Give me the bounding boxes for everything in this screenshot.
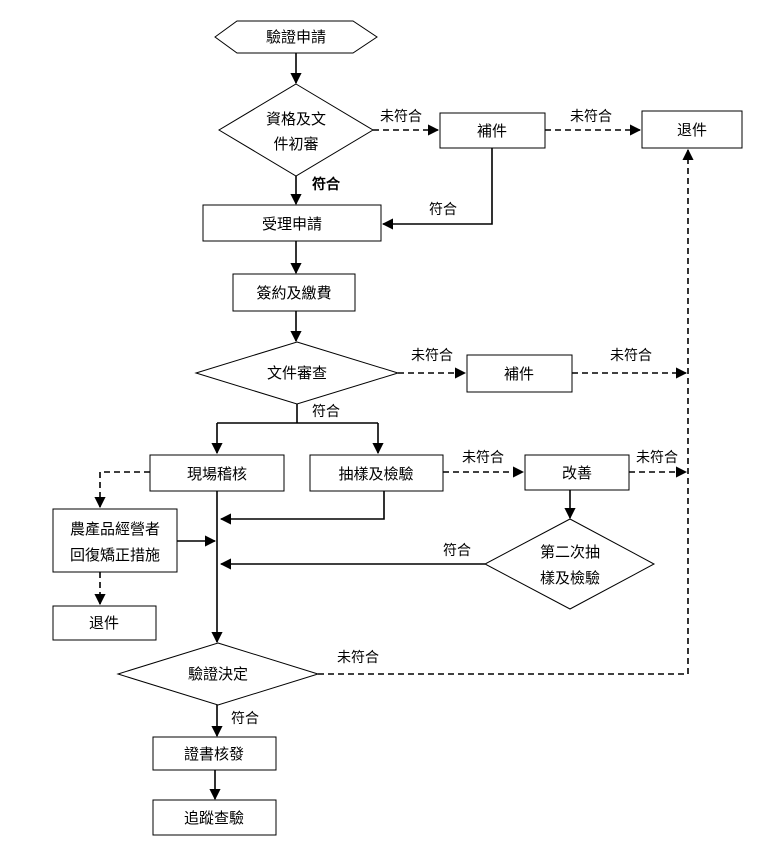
edge-label-decision-notmatch: 未符合 — [337, 650, 379, 666]
contract-payment-label: 簽約及繳費 — [256, 284, 331, 302]
certification-decision-diamond: 驗證決定 — [116, 642, 320, 706]
initial-review-label-1: 資格及文 — [266, 110, 326, 128]
sampling-testing-box: 抽樣及檢驗 — [309, 454, 444, 492]
accept-application-label: 受理申請 — [262, 215, 322, 233]
reject-box-1: 退件 — [641, 110, 743, 149]
reject-label-2: 退件 — [89, 614, 119, 632]
certificate-issuance-label: 證書核發 — [184, 745, 244, 763]
improvement-box: 改善 — [524, 454, 630, 491]
corrective-action-box: 農產品經營者 回復矯正措施 — [52, 508, 178, 573]
corrective-action-label-2: 回復矯正措施 — [70, 546, 160, 564]
edge-label-docreview-notmatch: 未符合 — [411, 348, 453, 364]
corrective-action-label-1: 農產品經營者 — [70, 520, 160, 538]
reject-box-2: 退件 — [52, 605, 157, 641]
edge-label-sampling-notmatch: 未符合 — [462, 450, 504, 466]
onsite-audit-box: 現場稽核 — [149, 454, 285, 492]
edge-label-docreview-match: 符合 — [312, 404, 340, 420]
accept-application-box: 受理申請 — [202, 204, 382, 242]
edge-label-supp2-notmatch: 未符合 — [610, 348, 652, 364]
second-sampling-label-2: 樣及檢驗 — [540, 569, 600, 587]
second-sampling-diamond: 第二次抽 樣及檢驗 — [483, 518, 656, 610]
edge-label-check1-match: 符合 — [311, 176, 341, 193]
edge-label-decision-match: 符合 — [231, 711, 259, 727]
start-node: 驗證申請 — [214, 20, 378, 54]
reject-label-1: 退件 — [677, 121, 707, 139]
document-review-label: 文件審查 — [267, 364, 327, 382]
supplement-label-2: 補件 — [504, 365, 534, 383]
tracking-inspection-box: 追蹤查驗 — [152, 799, 277, 836]
edge-label-supp1-notmatch: 未符合 — [570, 109, 612, 125]
certification-decision-label: 驗證決定 — [188, 665, 248, 683]
improvement-label: 改善 — [562, 464, 592, 482]
onsite-audit-label: 現場稽核 — [187, 465, 247, 483]
edge-label-improve-notmatch: 未符合 — [636, 450, 678, 466]
initial-review-diamond: 資格及文 件初審 — [218, 83, 374, 177]
tracking-inspection-label: 追蹤查驗 — [184, 809, 244, 827]
start-label: 驗證申請 — [266, 28, 326, 46]
sampling-testing-label: 抽樣及檢驗 — [338, 465, 413, 483]
edge-label-supp1-match: 符合 — [429, 202, 457, 218]
arrow-decision-to-reject — [318, 148, 694, 675]
edge-label-second-match: 符合 — [443, 543, 471, 559]
arrow-sampling-to-main — [219, 491, 385, 525]
arrow-onsite-to-corrective — [94, 471, 150, 509]
supplement-label-1: 補件 — [477, 122, 507, 140]
certificate-issuance-box: 證書核發 — [152, 736, 277, 771]
arrow-supplement-to-accept — [381, 148, 493, 230]
supplement-box-2: 補件 — [466, 354, 573, 393]
document-review-diamond: 文件審查 — [194, 341, 400, 405]
second-sampling-label-1: 第二次抽 — [540, 543, 600, 561]
supplement-box-1: 補件 — [439, 112, 546, 149]
edge-label-check1-notmatch: 未符合 — [380, 109, 422, 125]
initial-review-label-2: 件初審 — [273, 135, 318, 153]
contract-payment-box: 簽約及繳費 — [232, 273, 356, 312]
